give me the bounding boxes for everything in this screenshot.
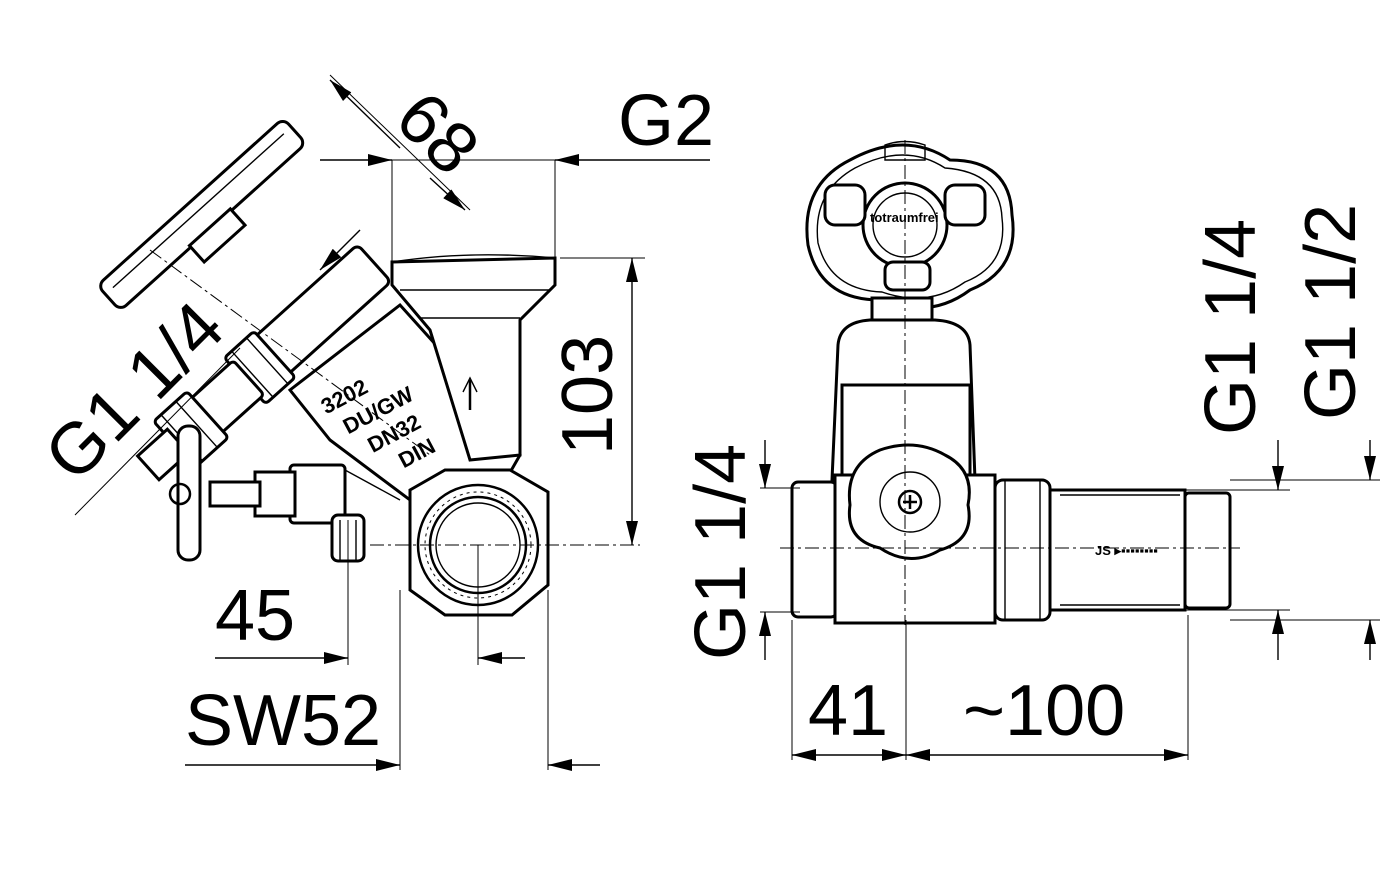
handwheel-left bbox=[99, 119, 305, 309]
dim-103: 103 bbox=[548, 335, 628, 455]
horizontal-body: JS ▸▪▪▪▪▪▪▪▪ bbox=[790, 473, 1232, 625]
dim-sw52: SW52 bbox=[185, 681, 381, 761]
dim-41: 41 bbox=[808, 671, 888, 751]
drain-valve bbox=[168, 424, 401, 563]
dim-g2: G2 bbox=[618, 81, 714, 161]
handwheel-small bbox=[847, 443, 971, 560]
dim-g1-1-2: G1 1/2 bbox=[1291, 204, 1371, 420]
left-view: 3202 DU/GW DN32 DIN bbox=[30, 74, 714, 771]
right-view: totraumfrei JS ▸▪▪▪▪▪▪▪▪ bbox=[681, 140, 1380, 761]
dim-g1-1-4-right: G1 1/4 bbox=[1191, 219, 1271, 435]
handwheel-text-top: totraumfrei bbox=[870, 210, 939, 225]
valve-body: 3202 DU/GW DN32 DIN bbox=[287, 254, 557, 617]
dim-100: ~100 bbox=[963, 671, 1125, 751]
dim-g1-1-4-left: G1 1/4 bbox=[681, 444, 761, 660]
dim-68: 68 bbox=[381, 77, 494, 190]
body-logo: JS ▸▪▪▪▪▪▪▪▪ bbox=[1095, 543, 1158, 558]
dim-45: 45 bbox=[215, 576, 295, 656]
handwheel-top: totraumfrei bbox=[805, 140, 1015, 310]
